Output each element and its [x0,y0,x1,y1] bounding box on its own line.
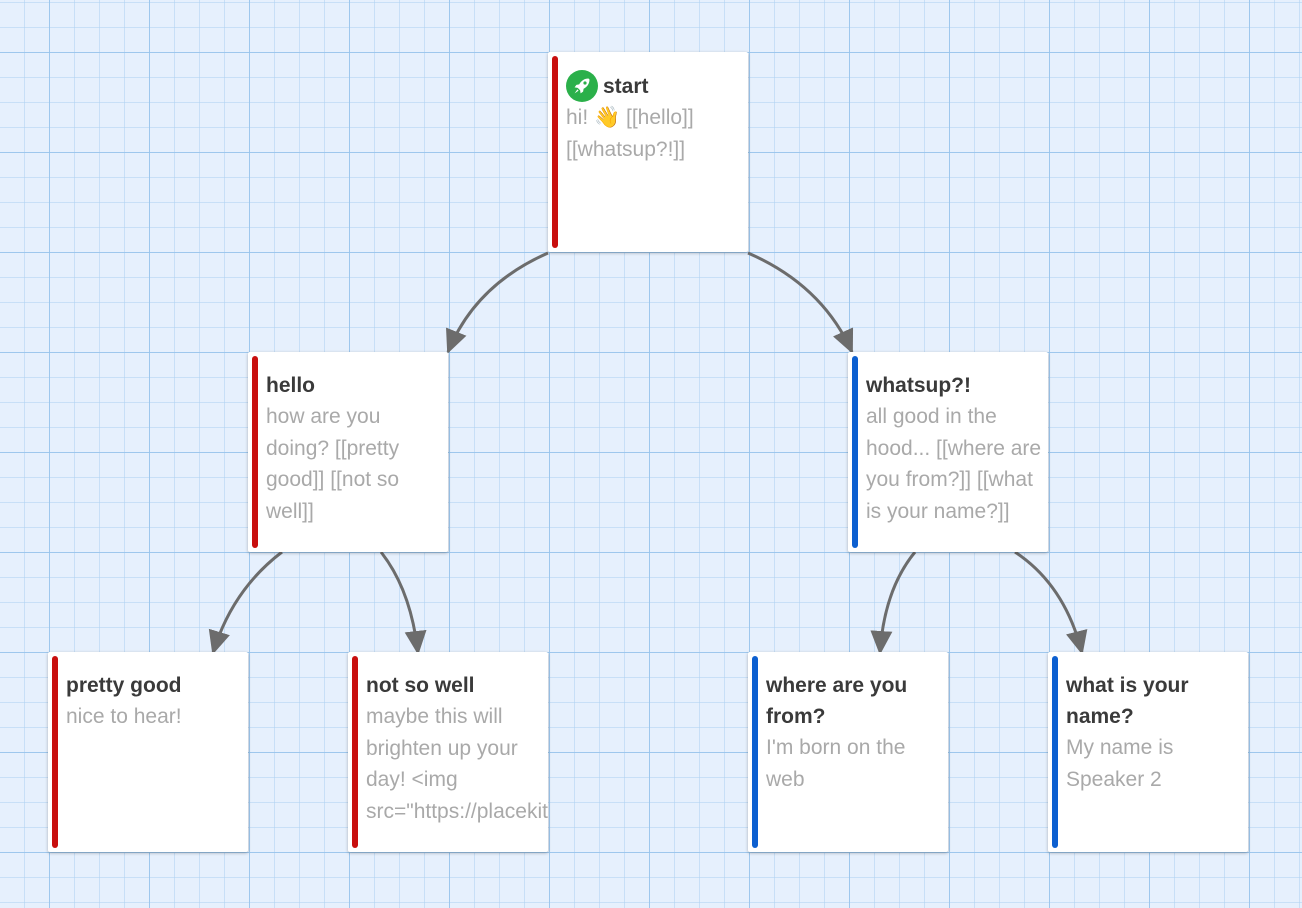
passage-whatsup[interactable]: whatsup?! all good in the hood... [[wher… [848,352,1048,552]
tag-stripe-red [52,656,58,848]
passage-excerpt: I'm born on the web [766,736,912,791]
passage-title: what is your name? [1066,674,1189,728]
passage-excerpt: hi! 👋 [[hello]] [[whatsup?!]] [566,106,700,161]
passage-title: start [603,74,649,98]
tag-stripe-red [552,56,558,248]
tag-stripe-blue [852,356,858,548]
passage-title: whatsup?! [866,374,971,397]
passage-hello[interactable]: hello how are you doing? [[pretty good]]… [248,352,448,552]
passage-start[interactable]: start hi! 👋 [[hello]] [[whatsup?!]] [548,52,748,252]
passage-pretty-good[interactable]: pretty good nice to hear! [48,652,248,852]
passage-title: pretty good [66,674,182,697]
passage-title: where are you from? [766,674,908,728]
link-whatsup-to-where-from [870,551,917,655]
link-start-to-whatsup [747,251,854,354]
passage-not-so-well[interactable]: not so well maybe this will brighten up … [348,652,548,852]
passage-where-are-you-from[interactable]: where are you from? I'm born on the web [748,652,948,852]
passage-excerpt: all good in the hood... [[where are you … [866,405,1047,523]
passage-title: hello [266,374,316,397]
passage-excerpt: how are you doing? [[pretty good]] [[not… [266,405,405,523]
link-start-to-hello [446,251,549,354]
passage-excerpt: maybe this will brighten up your day! <i… [366,705,548,823]
passage-title: not so well [366,674,475,697]
tag-stripe-red [252,356,258,548]
passage-excerpt: nice to hear! [66,705,182,728]
passage-what-is-your-name[interactable]: what is your name? My name is Speaker 2 [1048,652,1248,852]
link-hello-to-not-so-well [379,551,427,655]
tag-stripe-blue [1052,656,1058,848]
passage-excerpt: My name is Speaker 2 [1066,736,1180,791]
tag-stripe-red [352,656,358,848]
link-whatsup-to-your-name [1014,550,1088,655]
tag-stripe-blue [752,656,758,848]
rocket-icon [566,70,598,102]
link-hello-to-pretty-good [208,550,283,655]
